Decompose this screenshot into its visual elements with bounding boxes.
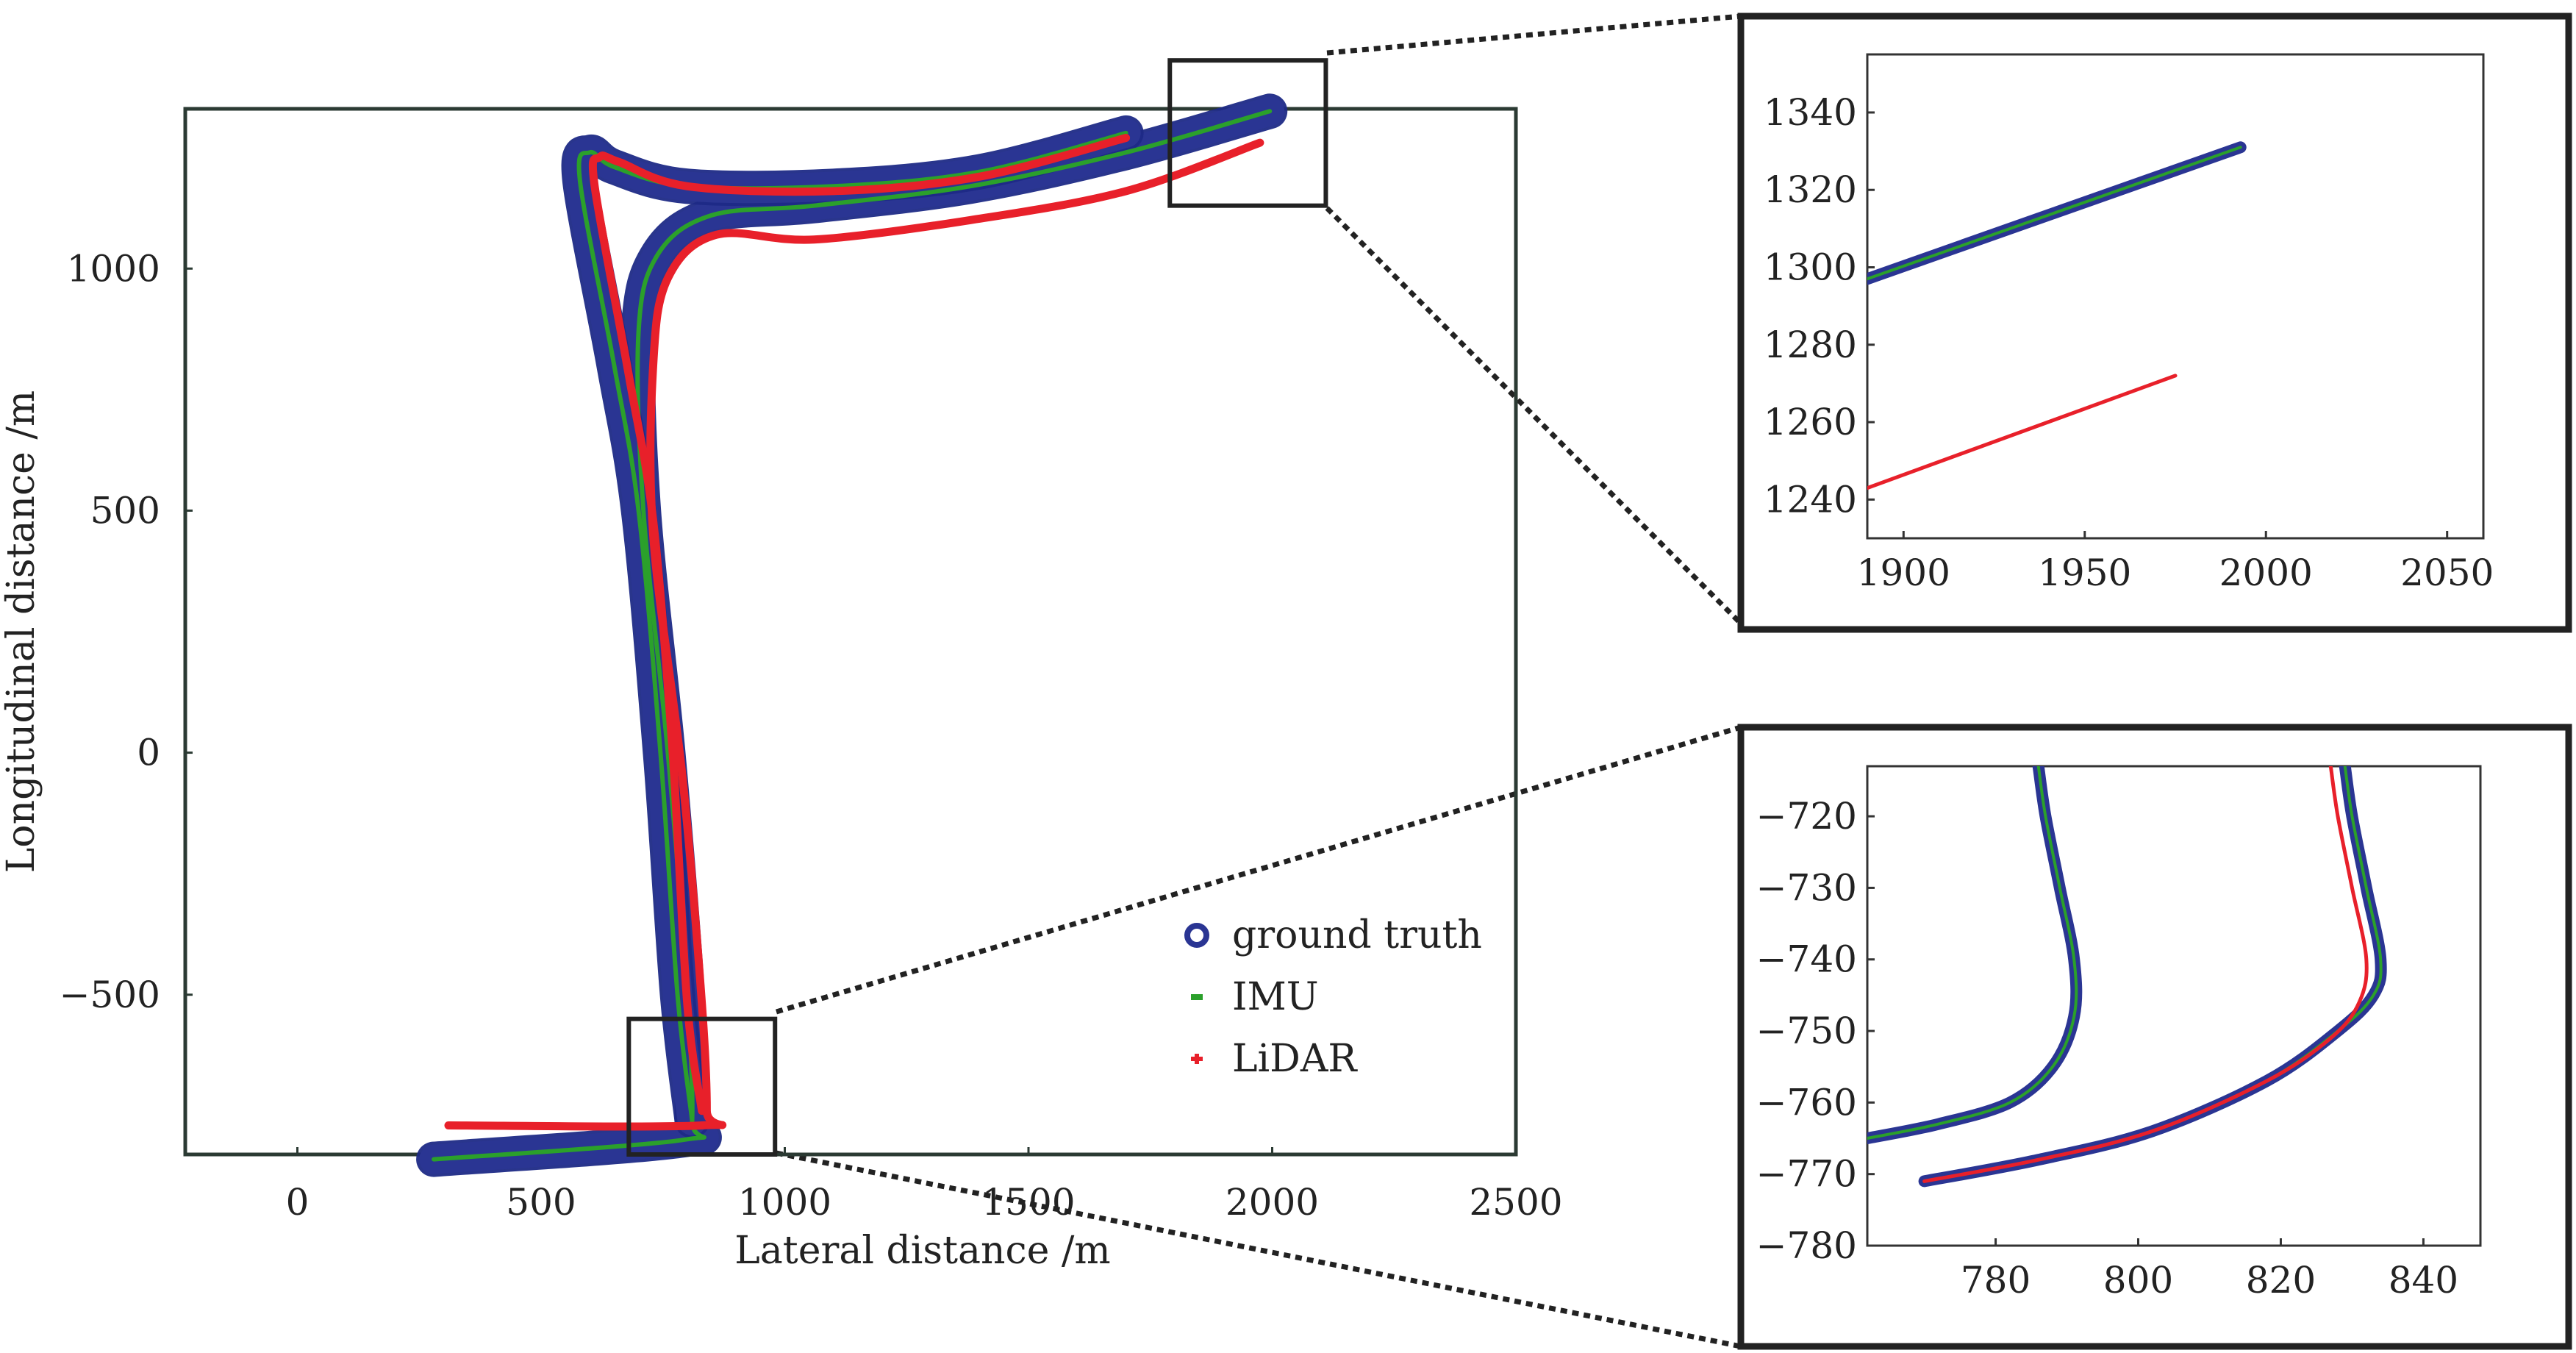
y-tick-label: 1000 — [67, 247, 160, 290]
y-tick-label: −500 — [60, 974, 160, 1016]
zoom-connector-line — [1325, 206, 1743, 626]
inset-x-tick-label: 1950 — [2038, 551, 2131, 594]
x-tick-label: 0 — [286, 1181, 310, 1224]
inset-y-tick-label: 1340 — [1764, 91, 1857, 134]
inset-y-tick-label: −740 — [1756, 938, 1857, 981]
series-lidar-line — [588, 134, 1131, 1115]
x-tick-label: 1000 — [738, 1181, 831, 1224]
inset-y-tick-label: −760 — [1756, 1081, 1857, 1124]
inset-series-imu — [1867, 146, 2242, 281]
plot-frame — [183, 107, 1518, 1157]
inset-x-tick-label: 820 — [2246, 1259, 2316, 1302]
zoom-connectors — [776, 13, 1743, 1349]
inset-series — [1867, 141, 2247, 490]
inset-y-tick-label: 1300 — [1764, 246, 1857, 289]
y-tick-label: 500 — [90, 489, 160, 532]
x-tick-label: 2500 — [1469, 1181, 1562, 1224]
legend-label: ground truth — [1232, 913, 1482, 957]
inset-x-tick-label: 2050 — [2400, 551, 2494, 594]
series-ground-truth-line — [419, 96, 1285, 1174]
inset-x-tick-label: 2000 — [2219, 551, 2313, 594]
legend-ground-truth-marker — [1184, 923, 1209, 948]
zoom-connector-line — [1326, 13, 1742, 56]
inset-axes — [1866, 53, 2485, 540]
inset-x-tick-label: 840 — [2389, 1259, 2458, 1302]
inset-series-lidar — [1867, 374, 2178, 490]
legend-label: IMU — [1232, 975, 1319, 1019]
inset-y-tick-label: −720 — [1756, 795, 1857, 838]
inset-x-tick-label: 780 — [1961, 1259, 2031, 1302]
x-axis-label: Lateral distance /m — [734, 1229, 1110, 1273]
inset-top-plot: 1900 1950 2000 2050 1240 1260 1280 1300 1320 1340 — [1737, 13, 2572, 633]
zoom-box-2 — [626, 1016, 778, 1157]
series-ground-truth-outline — [416, 93, 1288, 1177]
series-imu-line — [576, 130, 1128, 1123]
zoom-connector-line — [776, 724, 1742, 1015]
inset-series-lidar — [1922, 766, 2369, 1183]
inset-y-tick-label: −730 — [1756, 866, 1857, 909]
series-lidar-line — [444, 138, 1264, 1131]
inset-x-tick-label: 800 — [2103, 1259, 2173, 1302]
inset-y-tick-label: 1280 — [1764, 324, 1857, 366]
inset-y-tick-label: −770 — [1756, 1153, 1857, 1196]
main-plot: 0 500 1000 1500 2000 2500 −500 0 500 1000Lateral … — [0, 58, 1563, 1273]
series-imu-line — [432, 109, 1273, 1162]
inset-y-tick-label: −750 — [1756, 1010, 1857, 1052]
inset-y-tick-label: 1240 — [1764, 478, 1857, 521]
inset-series-imu — [1867, 766, 2078, 1140]
x-tick-label: 500 — [506, 1181, 576, 1224]
y-axis-label: Longitudinal distance /m — [0, 390, 43, 873]
legend-imu-marker — [1191, 994, 1203, 1000]
inset-axes — [1866, 765, 2482, 1247]
inset-frame — [1737, 724, 2572, 1350]
x-tick-label: 2000 — [1226, 1181, 1319, 1224]
x-tick-label: 1500 — [981, 1181, 1075, 1224]
inset-y-tick-label: −780 — [1756, 1224, 1857, 1267]
inset-y-tick-label: 1320 — [1764, 168, 1857, 211]
inset-bottom-plot: 780 800 820 840 −720 −730 −740 −750 −760 −770 −780 — [1737, 724, 2572, 1350]
zoom-box-1 — [1167, 58, 1328, 208]
inset-frame — [1737, 13, 2572, 633]
inset-x-tick-label: 1900 — [1857, 551, 1950, 594]
y-tick-label: 0 — [137, 732, 160, 774]
legend-label: LiDAR — [1232, 1037, 1358, 1081]
inset-y-tick-label: 1260 — [1764, 401, 1857, 443]
inset-series — [1867, 766, 2387, 1188]
